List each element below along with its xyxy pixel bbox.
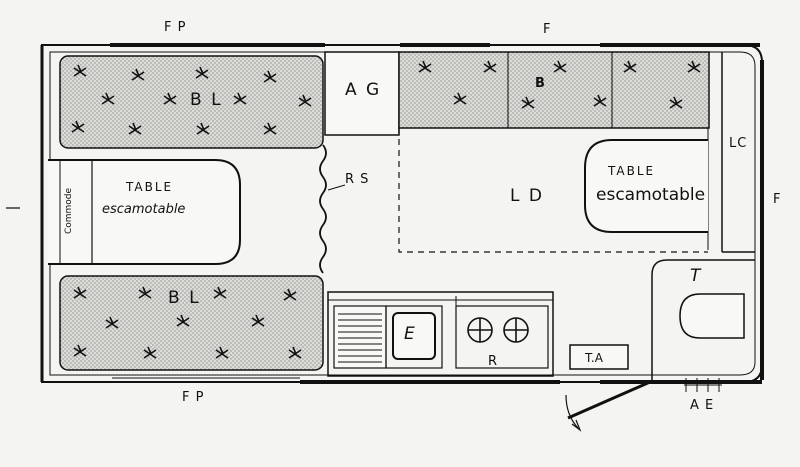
bench-cushion-top <box>59 55 324 149</box>
label-f-top: F <box>543 22 552 37</box>
label-table-right-title: TABLE <box>608 164 656 178</box>
label-ta: T.A <box>585 351 603 365</box>
table-right <box>584 139 708 233</box>
lc-cabinet <box>707 52 755 253</box>
curtain-pointer <box>327 184 346 191</box>
label-table-left-title: TABLE <box>126 180 174 194</box>
kitchen-counter <box>327 291 554 377</box>
label-e: E <box>404 324 417 344</box>
label-fp-top: F P <box>164 20 187 35</box>
label-commode: Commode <box>64 187 75 235</box>
curtain-rs <box>319 144 327 274</box>
label-ld: L D <box>510 186 544 206</box>
table-left <box>48 159 241 265</box>
caravan-outer-wall <box>40 43 764 384</box>
label-b: B <box>535 76 546 91</box>
label-ae: A E <box>690 398 715 413</box>
label-f-right: F <box>773 192 782 207</box>
label-table-left-sub: escamotable <box>102 202 186 217</box>
label-bl-bottom: B L <box>168 288 201 308</box>
bench-cushion-right-top <box>398 51 710 129</box>
toilet-room <box>651 259 755 382</box>
lit-double-outline <box>398 128 708 253</box>
label-table-right-sub: escamotable <box>596 185 706 205</box>
label-bl-top: B L <box>190 90 223 110</box>
label-r: R <box>488 354 499 369</box>
label-t: T <box>690 266 703 286</box>
bench-cushion-bottom <box>59 275 324 371</box>
label-rs: R S <box>345 172 370 187</box>
label-lc: LC <box>729 136 748 151</box>
label-fp-bottom: F P <box>182 390 205 405</box>
entrance-door <box>565 380 651 432</box>
ta-box <box>569 344 629 370</box>
ae-vent <box>684 378 722 392</box>
label-ag: A G <box>345 80 382 100</box>
